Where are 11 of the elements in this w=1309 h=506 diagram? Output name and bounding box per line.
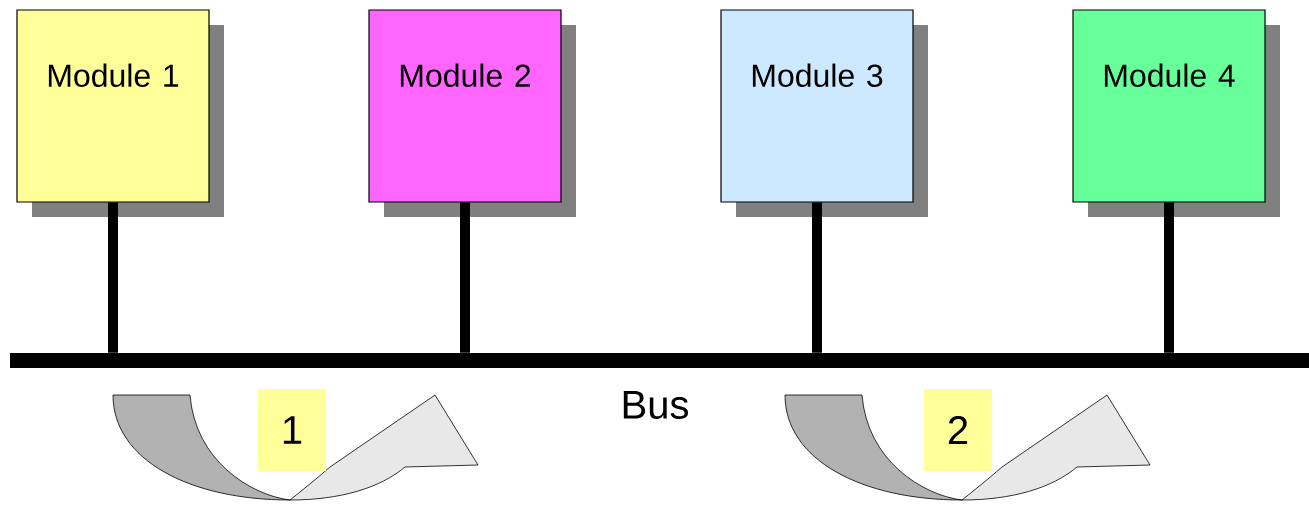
module-box: Module 1 — [16, 9, 210, 203]
module-box: Module 2 — [368, 9, 562, 203]
module-box: Module 4 — [1072, 9, 1266, 203]
bus-connector — [1164, 202, 1174, 353]
step-number: 2 — [924, 389, 992, 471]
module-box: Module 3 — [720, 9, 914, 203]
step-number: 1 — [258, 389, 326, 471]
bus-connector — [108, 202, 118, 353]
node-label: Bus — [623, 391, 689, 419]
bus-connector — [812, 202, 822, 353]
bus-connector — [460, 202, 470, 353]
